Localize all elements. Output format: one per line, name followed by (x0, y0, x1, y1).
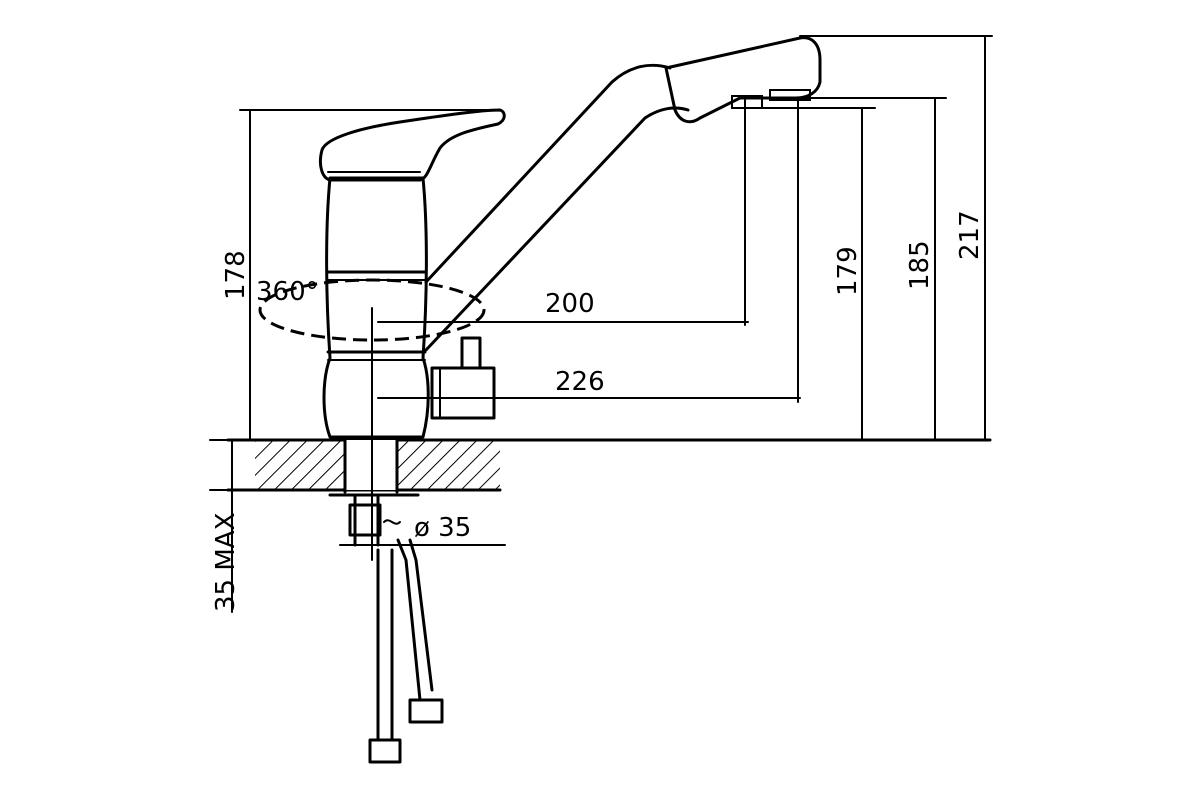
dim-178-label: 178 (221, 250, 251, 300)
dim-217-label: 217 (955, 210, 985, 260)
dim-226-label: 226 (555, 367, 605, 397)
dim-226: 226 (377, 99, 801, 403)
spout (424, 36, 822, 352)
dim-217: 217 (799, 35, 993, 441)
dim-mount-hole-label: ø 35 (414, 513, 471, 543)
dim-35-max: 35 MAX (209, 439, 346, 613)
dim-185-label: 185 (905, 240, 935, 290)
hose-fitting-right (408, 698, 444, 724)
dim-mount-hole: ø 35 (339, 513, 506, 546)
side-valve (430, 336, 496, 420)
mounting-stud (328, 493, 420, 547)
dim-200-label: 200 (545, 289, 595, 319)
flexible-hoses (368, 538, 444, 764)
dim-179: 179 (744, 107, 876, 441)
rotation-label: 360° (256, 277, 319, 307)
rotation-indicator: 360° (256, 277, 486, 342)
hose-fitting-left (368, 738, 402, 764)
dim-179-label: 179 (833, 246, 863, 296)
lever-handle (318, 108, 506, 182)
dim-200: 200 (377, 99, 749, 326)
countertop (226, 438, 992, 494)
dim-185: 185 (799, 97, 947, 441)
dim-35-max-label: 35 MAX (211, 513, 241, 612)
dim-178: 178 (221, 109, 501, 441)
